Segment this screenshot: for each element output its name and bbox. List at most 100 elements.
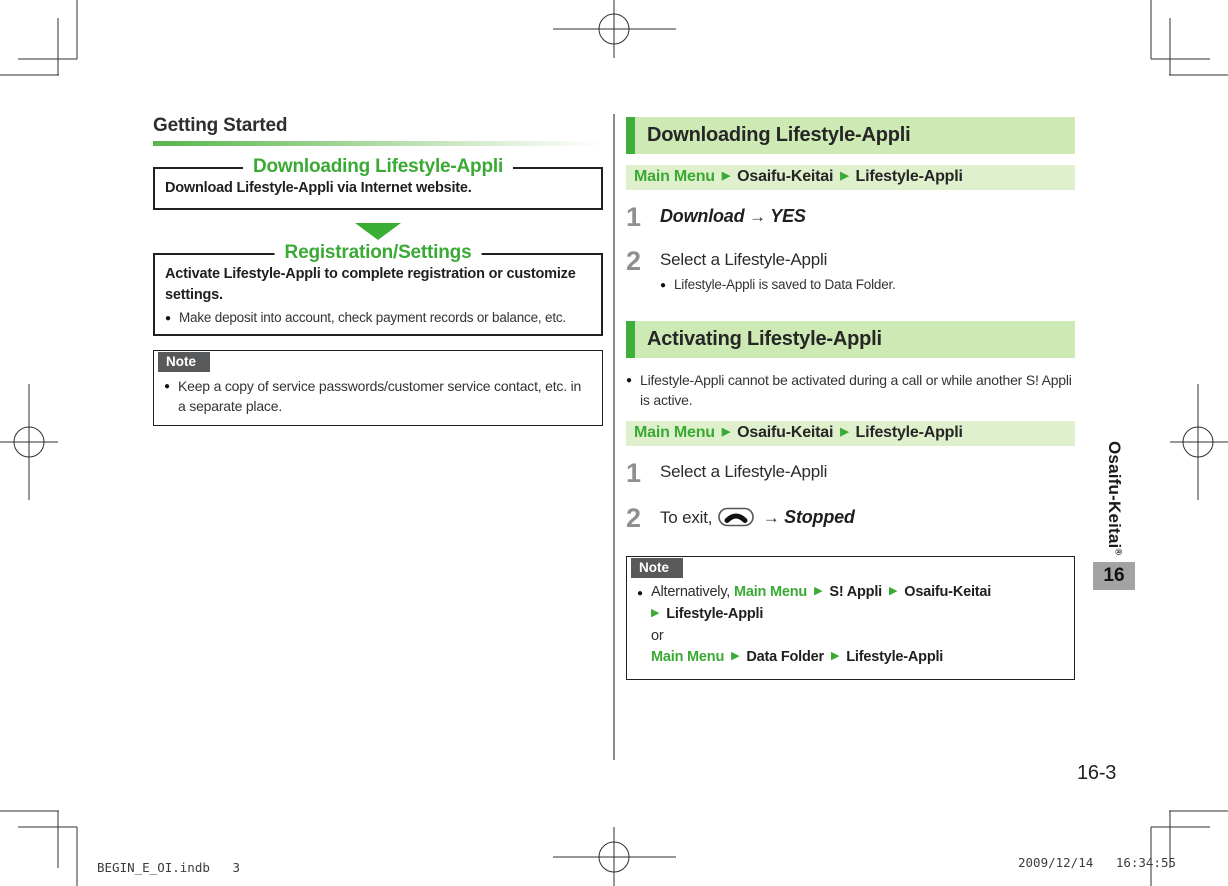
breadcrumb-arrow-icon: ▶ bbox=[721, 426, 731, 439]
bullet-text: Make deposit into account, check payment… bbox=[179, 310, 566, 325]
note-text: Keep a copy of service passwords/custome… bbox=[178, 378, 582, 414]
menu-path-main-menu: Main Menu bbox=[733, 584, 808, 601]
breadcrumb-item-main-menu: Main Menu bbox=[634, 424, 715, 442]
step-2: 2 Select a Lifestyle-Appli ● Lifestyle-Ap… bbox=[626, 247, 1075, 294]
crop-mark-bottom-left bbox=[0, 810, 78, 886]
register-mark-top-center bbox=[553, 0, 676, 58]
note-label: Note bbox=[631, 558, 683, 579]
arrow-right-icon: → bbox=[762, 507, 780, 527]
step-instruction: Select a Lifestyle-Appli ● Lifestyle-Appl… bbox=[660, 247, 896, 294]
step-number: 2 bbox=[626, 502, 642, 533]
step-1: 1 Download → YES bbox=[626, 202, 1075, 232]
right-column: Downloading Lifestyle-Appli Main Menu ▶ Os… bbox=[626, 117, 1075, 681]
register-mark-bottom-center bbox=[553, 827, 676, 886]
step-number: 1 bbox=[626, 202, 642, 232]
flow-box-registration: Registration/Settings Activate Lifestyle… bbox=[153, 242, 603, 336]
arrow-right-icon: → bbox=[748, 207, 766, 226]
step-1: 1 Select a Lifestyle-Appli bbox=[626, 458, 1075, 489]
note-item: ● Alternatively, Main Menu ▶ S! Appli ▶ Osaif… bbox=[637, 582, 1064, 604]
register-mark-left-center bbox=[0, 384, 58, 500]
menu-path-data-folder: Data Folder bbox=[746, 649, 824, 666]
end-call-key-icon bbox=[718, 507, 755, 526]
note-or-text: or bbox=[651, 628, 664, 645]
step-number: 1 bbox=[626, 458, 642, 489]
breadcrumb-arrow-icon: ▶ bbox=[830, 650, 840, 663]
section-title: Activating Lifestyle-Appli bbox=[647, 328, 882, 351]
bullet-text: Lifestyle-Appli cannot be activated duri… bbox=[640, 372, 1072, 409]
flow-box-downloading: Downloading Lifestyle-Appli Download Lif… bbox=[153, 156, 603, 210]
breadcrumb-item-osaifu-keitai: Osaifu-Keitai bbox=[737, 168, 834, 185]
note-prefix: Alternatively, bbox=[651, 584, 734, 601]
breadcrumb-arrow-icon: ▶ bbox=[889, 585, 898, 598]
note-alt-path: Main Menu ▶ Data Folder ▶ Lifestyle-Appli bbox=[637, 647, 1064, 669]
note-text: Alternatively, Main Menu ▶ S! Appli ▶ Osaifu… bbox=[651, 584, 991, 600]
step-instruction: To exit, → Stopped bbox=[660, 504, 855, 530]
section-title: Downloading Lifestyle-Appli bbox=[647, 124, 911, 146]
step-2: 2 To exit, → Stopped bbox=[626, 502, 1075, 533]
note-item: ● Keep a copy of service passwords/custom… bbox=[164, 376, 592, 416]
bullet-text: Lifestyle-Appli is saved to Data Folder. bbox=[674, 277, 896, 293]
registered-trademark-symbol: ® bbox=[1113, 548, 1124, 556]
breadcrumb-arrow-icon: ▶ bbox=[814, 585, 823, 598]
chapter-number-tab: 16 bbox=[1093, 562, 1135, 590]
section-downloading-lifestyle-appli: Downloading Lifestyle-Appli Main Menu ▶ Os… bbox=[626, 117, 1075, 294]
note-item-continued: ▶ Lifestyle-Appli bbox=[637, 604, 1064, 626]
step-text: Select a Lifestyle-Appli bbox=[660, 250, 828, 270]
chapter-side-label: Osaifu-Keitai® bbox=[1104, 441, 1124, 555]
step-number: 2 bbox=[626, 246, 642, 277]
menu-command: YES bbox=[770, 206, 806, 226]
note-box-right: Note ● Alternatively, Main Menu ▶ S! Appli ▶… bbox=[626, 556, 1075, 681]
note-box-left: Note ● Keep a copy of service passwords/c… bbox=[153, 350, 603, 426]
bullet-icon: ● bbox=[164, 381, 170, 392]
flow-box-body: Download Lifestyle-Appli via Internet we… bbox=[165, 180, 472, 196]
bullet-item: ● Lifestyle-Appli cannot be activated dur… bbox=[626, 370, 1080, 410]
bullet-icon: ● bbox=[165, 313, 171, 324]
step-text: Select a Lifestyle-Appli bbox=[660, 462, 828, 482]
breadcrumb-item-osaifu-keitai: Osaifu-Keitai bbox=[737, 424, 834, 442]
breadcrumb: Main Menu ▶ Osaifu-Keitai ▶ Lifestyle-Appli bbox=[626, 421, 1075, 447]
section-header: Activating Lifestyle-Appli bbox=[626, 321, 1075, 359]
section-activating-lifestyle-appli: Activating Lifestyle-Appli ● Lifestyle-Ap… bbox=[626, 321, 1075, 681]
bullet-item: ● Lifestyle-Appli is saved to Data Folder… bbox=[660, 275, 896, 294]
menu-command: Download bbox=[660, 206, 745, 226]
flow-down-arrow-icon bbox=[355, 223, 401, 240]
heading-underline bbox=[153, 141, 603, 146]
breadcrumb-item-lifestyle-appli: Lifestyle-Appli bbox=[855, 424, 963, 442]
bullet-icon: ● bbox=[626, 375, 632, 387]
menu-path-lifestyle-appli: Lifestyle-Appli bbox=[666, 606, 764, 623]
breadcrumb-arrow-icon: ▶ bbox=[840, 170, 849, 182]
step-text: To exit, bbox=[660, 507, 713, 527]
bullet-item: ● Make deposit into account, check paymen… bbox=[165, 308, 591, 327]
breadcrumb-item-lifestyle-appli: Lifestyle-Appli bbox=[855, 168, 963, 185]
print-timestamp: 2009/12/14 16:34:55 bbox=[1018, 855, 1177, 870]
left-column: Getting Started Downloading Lifestyle-Ap… bbox=[153, 115, 603, 426]
bullet-icon: ● bbox=[660, 280, 666, 292]
menu-path-lifestyle-appli: Lifestyle-Appli bbox=[846, 649, 944, 666]
menu-path-osaifu-keitai: Osaifu-Keitai bbox=[904, 584, 992, 601]
breadcrumb-arrow-icon: ▶ bbox=[840, 426, 849, 439]
flow-box-body: Activate Lifestyle-Appli to complete reg… bbox=[165, 266, 576, 303]
breadcrumb-arrow-icon: ▶ bbox=[721, 170, 731, 182]
section-header: Downloading Lifestyle-Appli bbox=[626, 117, 1075, 154]
breadcrumb: Main Menu ▶ Osaifu-Keitai ▶ Lifestyle-Appli bbox=[626, 165, 1075, 190]
crop-mark-top-left bbox=[0, 0, 78, 76]
print-file-info: BEGIN_E_OI.indb 3 bbox=[97, 860, 240, 875]
page-section-heading: Getting Started bbox=[153, 115, 288, 136]
breadcrumb-arrow-icon: ▶ bbox=[651, 607, 660, 620]
column-divider bbox=[613, 114, 615, 760]
register-mark-right-center bbox=[1170, 384, 1228, 500]
step-instruction: Download → YES bbox=[660, 203, 806, 229]
breadcrumb-arrow-icon: ▶ bbox=[731, 650, 740, 663]
note-label: Note bbox=[158, 352, 210, 372]
flow-box-title: Registration/Settings bbox=[274, 242, 482, 264]
crop-mark-top-right bbox=[1150, 0, 1228, 76]
flow-box-title: Downloading Lifestyle-Appli bbox=[242, 156, 514, 178]
breadcrumb-item-main-menu: Main Menu bbox=[634, 168, 715, 185]
chapter-title-text: Osaifu-Keitai bbox=[1105, 441, 1124, 549]
page-number: 16-3 bbox=[1077, 762, 1117, 784]
crop-mark-bottom-right bbox=[1150, 810, 1228, 886]
bullet-icon: ● bbox=[637, 588, 643, 600]
menu-path-s-appli: S! Appli bbox=[829, 584, 882, 601]
menu-path-main-menu: Main Menu bbox=[651, 649, 725, 666]
menu-command: Stopped bbox=[784, 506, 855, 527]
